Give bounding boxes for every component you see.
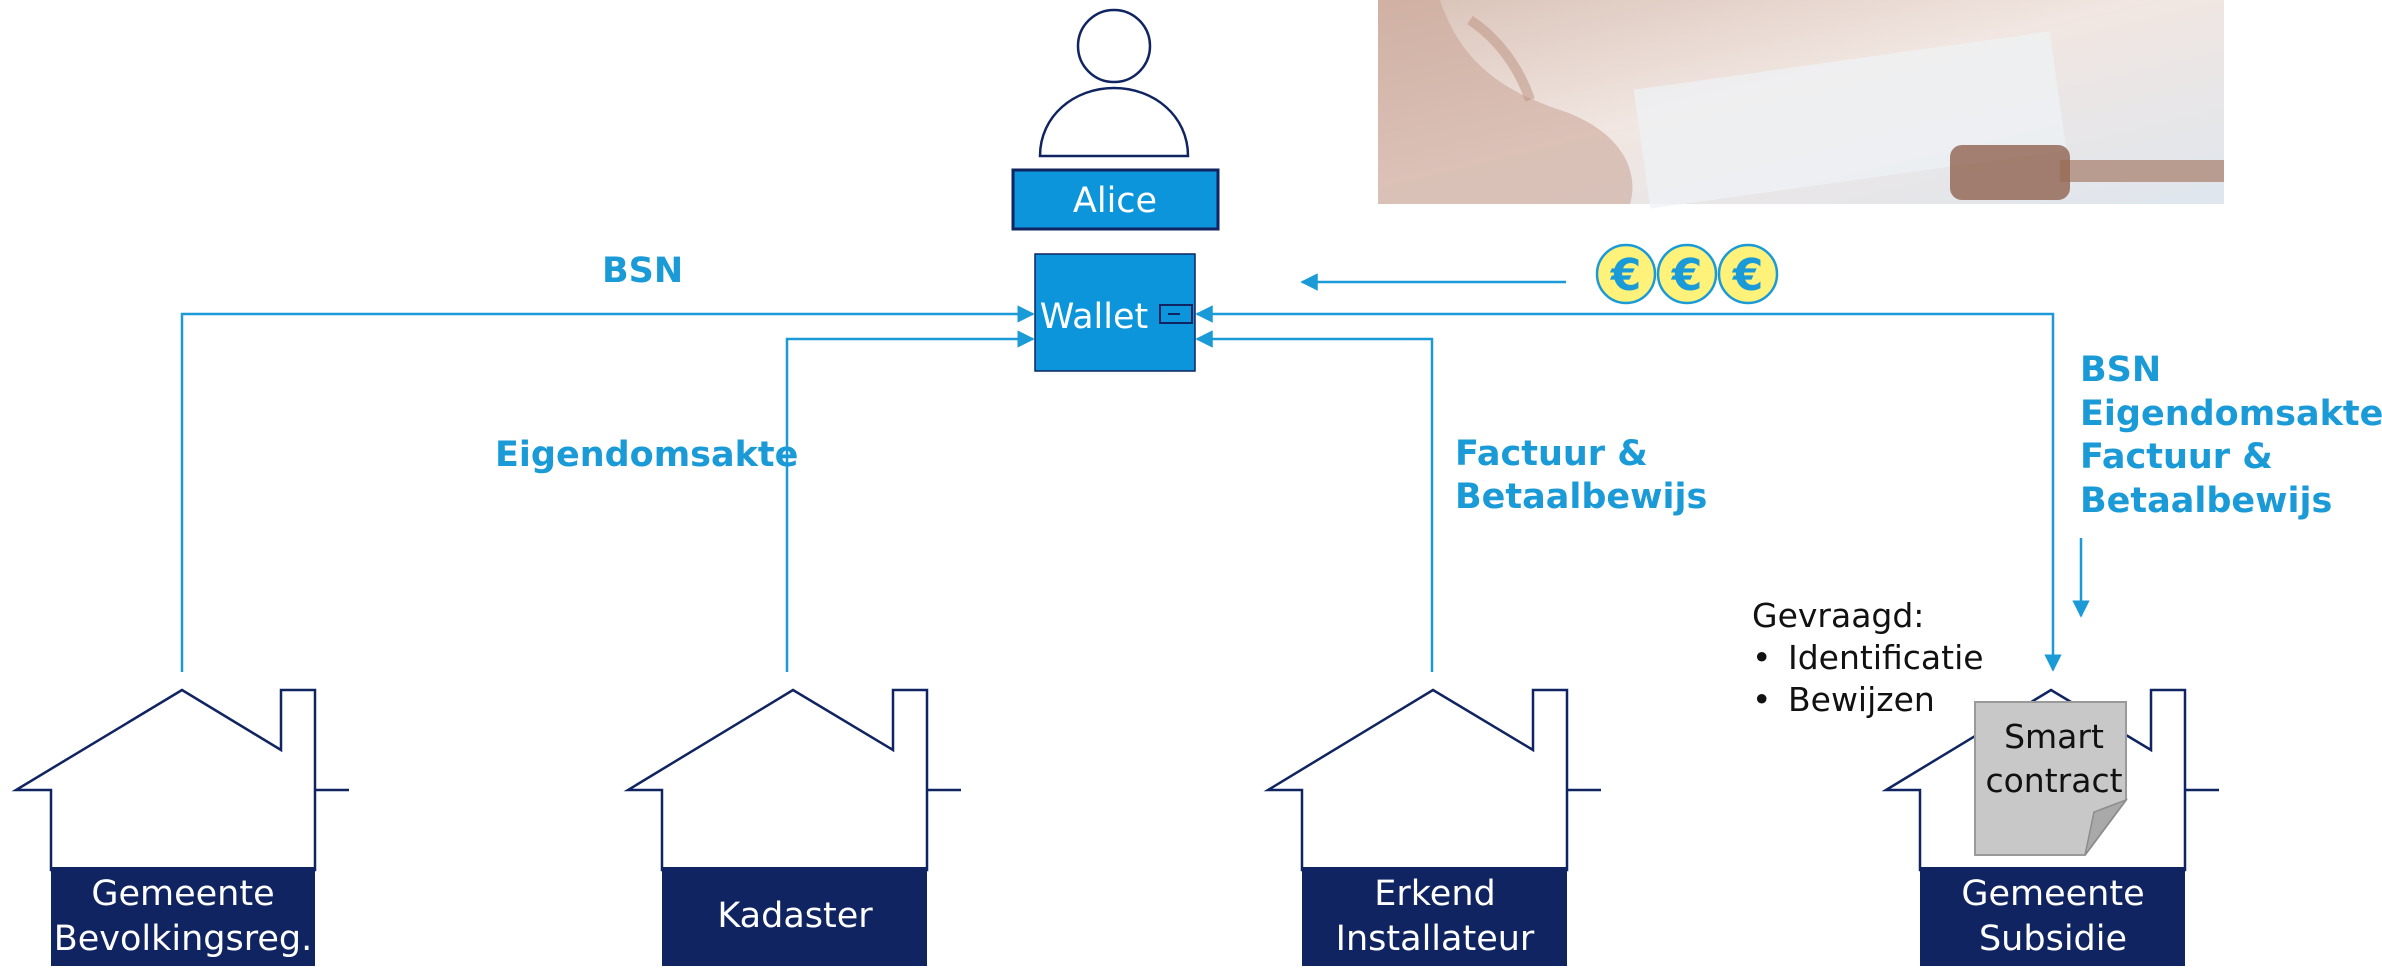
- request-note-item: Identificatie: [1788, 638, 1984, 677]
- request-note-item: Bewijzen: [1788, 680, 1935, 719]
- flow-line-bsn: [180, 305, 1035, 672]
- requested-item: BSN: [2080, 350, 2161, 390]
- flow-label-bsn: BSN: [602, 251, 683, 291]
- organization-name-line1: Gemeente: [91, 874, 274, 914]
- svg-text:€: €: [1610, 250, 1642, 301]
- request-note-bullet: •: [1752, 680, 1771, 719]
- organization-name-line2: Installateur: [1336, 919, 1535, 959]
- smart-contract-document: Smart contract: [1974, 701, 2129, 856]
- wallet-label: Wallet: [1040, 297, 1149, 337]
- flow-label-eigendomsakte: Eigendomsakte: [495, 435, 798, 475]
- request-note-heading: Gevraagd:: [1752, 596, 1924, 635]
- organization-name-line2: Bevolkingsreg.: [54, 919, 313, 959]
- person-name: Alice: [1073, 181, 1157, 221]
- person-icon: [1038, 8, 1190, 158]
- flow-line-factuur: [1195, 330, 1434, 672]
- wallet-box[interactable]: [1034, 253, 1196, 372]
- svg-text:€: €: [1671, 250, 1703, 301]
- euro-coins: € € €: [1595, 243, 1779, 305]
- house-erkend-installateur: Erkend Installateur: [1263, 688, 1601, 966]
- organization-name-line1: Erkend: [1374, 874, 1495, 914]
- flow-line-subsidie: [1195, 305, 2062, 672]
- request-note-bullet: •: [1752, 638, 1771, 677]
- svg-text:€: €: [1732, 250, 1764, 301]
- requested-item: Betaalbewijs: [2080, 481, 2332, 521]
- requested-item: Factuur &: [2080, 437, 2273, 477]
- organization-name-line2: Subsidie: [1979, 919, 2127, 959]
- flow-label-factuur-line2: Betaalbewijs: [1455, 477, 1707, 517]
- requested-item: Eigendomsakte: [2080, 394, 2382, 434]
- euro-coin-icon: [1595, 243, 1657, 305]
- euro-coin-icon: [1656, 243, 1718, 305]
- background-photo: [1378, 0, 2224, 209]
- person-name-box: [1011, 168, 1220, 231]
- house-kadaster: Kadaster: [623, 688, 961, 966]
- smart-contract-line2: contract: [1985, 761, 2122, 800]
- house-gemeente-bevolkingsreg: Gemeente Bevolkingsreg.: [11, 688, 349, 966]
- flow-line-eigendomsakte: [785, 330, 1035, 672]
- flow-label-factuur-line1: Factuur &: [1455, 434, 1648, 474]
- organization-name-line1: Kadaster: [717, 896, 873, 936]
- organization-name-line1: Gemeente: [1961, 874, 2144, 914]
- euro-coin-icon: [1717, 243, 1779, 305]
- wallet-icon: [1159, 304, 1193, 324]
- smart-contract-line1: Smart: [2004, 717, 2104, 756]
